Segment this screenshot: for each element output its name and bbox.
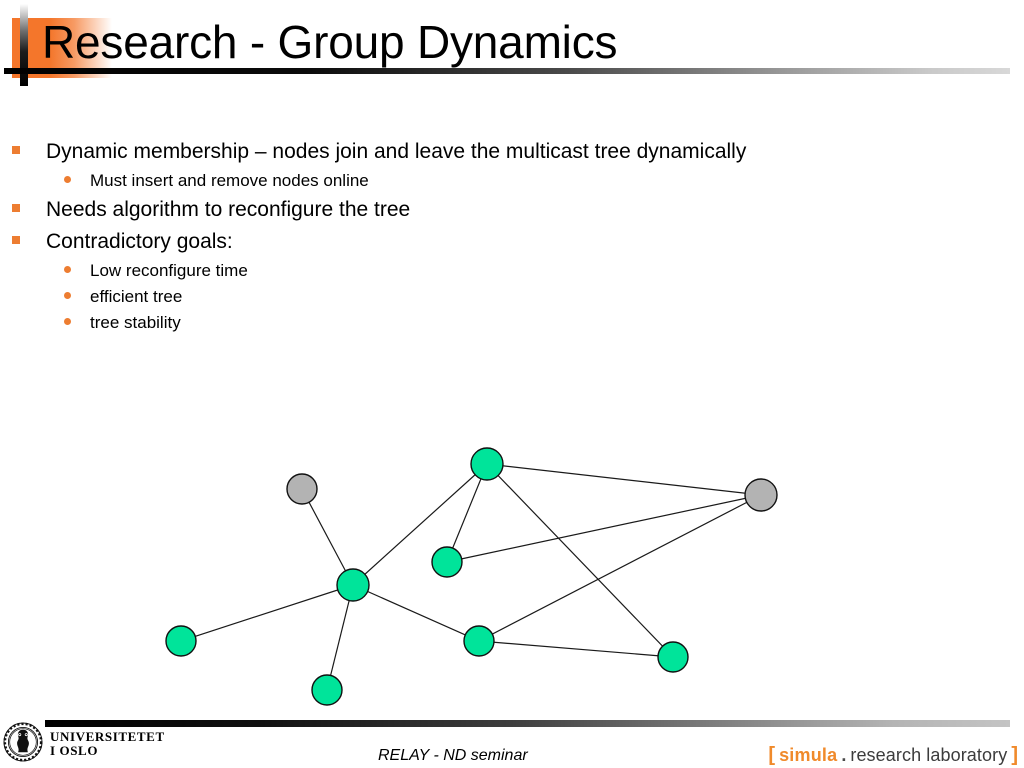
square-bullet-icon xyxy=(12,146,20,154)
title-decoration-vertical-bar xyxy=(20,4,28,86)
dot-bullet-icon xyxy=(64,176,71,183)
graph-edge xyxy=(352,584,480,642)
graph-node-green-node-lower-mid xyxy=(463,625,495,657)
uio-wordmark-line2: I OSLO xyxy=(50,743,99,758)
bullet-item: Needs algorithm to reconfigure the tree xyxy=(0,194,1000,225)
bullet-text: efficient tree xyxy=(90,287,183,306)
dot-bullet-icon xyxy=(64,318,71,325)
simula-open-bracket: [ xyxy=(768,744,776,766)
graph-node-gray-node-upper-left xyxy=(286,473,318,505)
square-bullet-icon xyxy=(12,204,20,212)
simula-close-bracket: ] xyxy=(1011,744,1018,766)
slide-header: Research - Group Dynamics xyxy=(0,0,1024,95)
graph-edge-group xyxy=(180,463,762,691)
uio-seal-icon xyxy=(3,722,43,762)
bullet-text: Needs algorithm to reconfigure the tree xyxy=(46,198,411,221)
dot-bullet-icon xyxy=(64,292,71,299)
graph-edge xyxy=(326,584,354,691)
graph-edge xyxy=(446,463,488,563)
graph-edge xyxy=(478,494,762,642)
simula-research-laboratory-logo: [ simula . research laboratory ] xyxy=(768,744,1018,767)
uio-wordmark: UNIVERSITETET I OSLO xyxy=(50,730,165,758)
bullet-item: Low reconfigure time xyxy=(0,258,1000,283)
page-title: Research - Group Dynamics xyxy=(42,16,618,68)
bullet-text: Contradictory goals: xyxy=(46,230,233,253)
graph-node-green-node-far-left xyxy=(165,625,197,657)
graph-edge xyxy=(352,463,488,586)
bullet-item: Contradictory goals: xyxy=(0,226,1000,257)
dot-bullet-icon xyxy=(64,266,71,273)
graph-node-green-node-middle xyxy=(431,546,463,578)
graph-edge xyxy=(486,463,762,496)
graph-node-gray-node-right xyxy=(744,478,778,512)
bullet-text: Dynamic membership – nodes join and leav… xyxy=(46,140,747,163)
uio-wordmark-line1: UNIVERSITETET xyxy=(50,729,165,744)
bullet-item: efficient tree xyxy=(0,284,1000,309)
graph-node-green-node-bottom xyxy=(311,674,343,706)
university-of-oslo-logo: UNIVERSITETET I OSLO xyxy=(3,722,165,762)
graph-edge xyxy=(301,488,354,586)
bullet-text: tree stability xyxy=(90,313,181,332)
bullet-text: Must insert and remove nodes online xyxy=(90,171,369,190)
bullet-text: Low reconfigure time xyxy=(90,261,248,280)
bullet-item: Dynamic membership – nodes join and leav… xyxy=(0,136,1000,167)
footer-center-text: RELAY - ND seminar xyxy=(378,747,528,764)
graph-edge xyxy=(446,494,762,563)
title-decoration-horizontal-rule xyxy=(4,68,1010,74)
slide-footer: UNIVERSITETET I OSLO RELAY - ND seminar … xyxy=(0,712,1024,768)
simula-tagline: research laboratory xyxy=(850,745,1008,765)
graph-edge xyxy=(180,584,354,642)
graph-node-green-node-hub xyxy=(336,568,370,602)
footer-rule xyxy=(45,720,1010,727)
graph-edge xyxy=(478,640,674,658)
bullet-item: Must insert and remove nodes online xyxy=(0,168,1000,193)
simula-dot: . xyxy=(841,745,847,765)
graph-edge xyxy=(486,463,674,658)
bullet-item: tree stability xyxy=(0,310,1000,335)
graph-node-group xyxy=(165,447,778,706)
square-bullet-icon xyxy=(12,236,20,244)
simula-name: simula xyxy=(779,745,838,765)
graph-node-green-node-lower-right xyxy=(657,641,689,673)
graph-node-green-node-top xyxy=(470,447,504,481)
bullet-list: Dynamic membership – nodes join and leav… xyxy=(0,136,1000,336)
